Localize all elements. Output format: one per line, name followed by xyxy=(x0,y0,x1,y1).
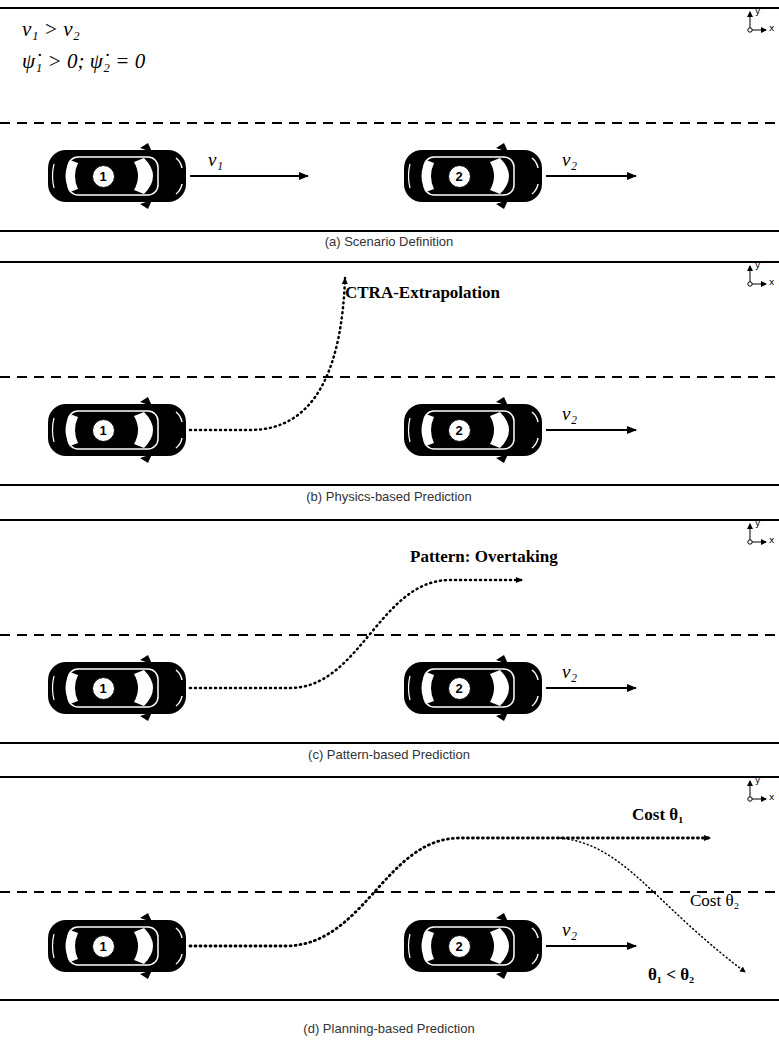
axis-label: x xyxy=(769,24,774,34)
axis-label: y xyxy=(755,519,760,529)
car-number-text: 2 xyxy=(455,940,462,953)
axis-label: y xyxy=(755,776,760,786)
axis-label: x xyxy=(769,536,774,546)
axis-label: x xyxy=(769,793,774,803)
panel-caption: (b) Physics-based Prediction xyxy=(306,490,471,504)
trajectory xyxy=(190,278,745,972)
car-number: 2 xyxy=(448,935,471,958)
trajectory-label: Pattern: Overtaking xyxy=(410,548,558,567)
trajectory-label: CTRA-Extrapolation xyxy=(345,284,500,303)
car-number-text: 1 xyxy=(99,682,106,695)
condition-text: ψ̇₁ > 0; ψ̇₂ = 0 xyxy=(22,50,145,73)
car-number: 1 xyxy=(92,165,115,188)
axis-label: y xyxy=(755,261,760,271)
velocity-label: v₂ xyxy=(562,920,577,941)
axis-icon xyxy=(748,12,766,801)
velocity-arrow xyxy=(190,176,636,946)
car-number-text: 2 xyxy=(455,682,462,695)
panel-caption: (c) Pattern-based Prediction xyxy=(308,748,470,762)
car-number: 2 xyxy=(448,165,471,188)
velocity-label: v₂ xyxy=(562,150,577,171)
car-number-text: 1 xyxy=(99,940,106,953)
velocity-label: v₂ xyxy=(562,662,577,683)
condition-text: v₁ > v₂ xyxy=(22,18,80,41)
road xyxy=(0,8,779,1000)
cost-comparison: θ₁ < θ₂ xyxy=(648,966,694,985)
car-number-text: 2 xyxy=(455,170,462,183)
car-number: 1 xyxy=(92,677,115,700)
cost-label: Cost θ₁ xyxy=(632,806,683,825)
cost-label: Cost θ₂ xyxy=(690,892,740,911)
car-number-text: 1 xyxy=(99,170,106,183)
axis-label: y xyxy=(755,7,760,17)
car-number: 1 xyxy=(92,935,115,958)
car-number: 2 xyxy=(448,419,471,442)
car-number-text: 2 xyxy=(455,424,462,437)
panel-caption: (a) Scenario Definition xyxy=(325,235,454,249)
velocity-label: v₂ xyxy=(562,404,577,425)
car-number-text: 1 xyxy=(99,424,106,437)
car-number: 1 xyxy=(92,419,115,442)
car-number: 2 xyxy=(448,677,471,700)
axis-label: x xyxy=(769,278,774,288)
panel-caption: (d) Planning-based Prediction xyxy=(303,1022,474,1036)
velocity-label: v₁ xyxy=(208,150,223,171)
